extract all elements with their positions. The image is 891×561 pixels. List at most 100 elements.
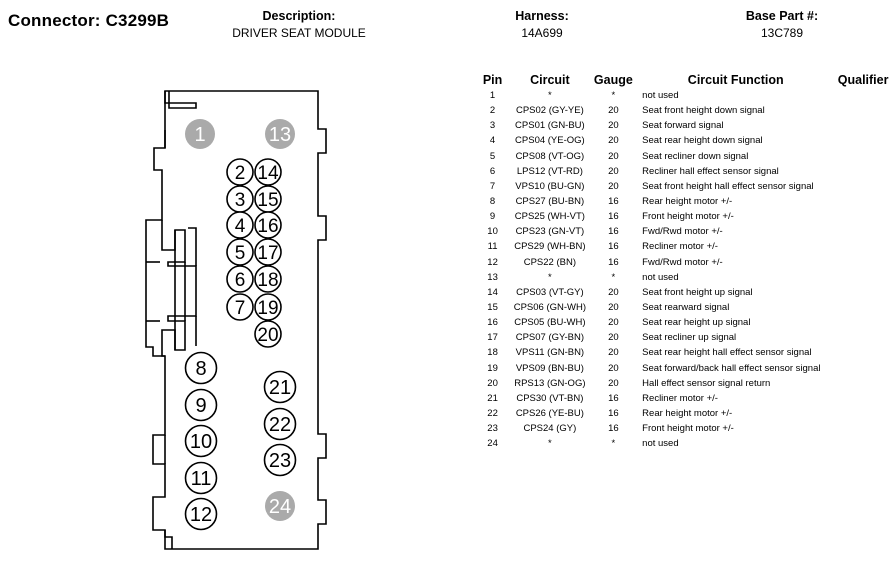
cell-gauge: 16 — [608, 423, 619, 435]
cell-gauge: * — [611, 90, 616, 102]
cell-function: Seat front height down signal — [642, 105, 765, 117]
cell-pin: 9 — [489, 211, 496, 223]
cell-circuit: CPS08 (VT-OG) — [515, 150, 585, 162]
pin-circle — [254, 293, 282, 321]
cell-qualifier — [835, 270, 891, 285]
cell-gauge: 20 — [608, 332, 619, 344]
cell-qualifier — [835, 149, 891, 164]
cell-function: Front height motor +/- — [642, 211, 734, 223]
cell-gauge: 16 — [608, 226, 619, 238]
pin-circle — [263, 370, 297, 404]
cell-function: Seat rearward signal — [642, 302, 730, 314]
cell-qualifier — [835, 421, 891, 436]
cell-pin: 1 — [489, 90, 496, 102]
cell-pin: 7 — [489, 180, 496, 192]
harness-value: 14A699 — [521, 26, 563, 40]
pin-circle — [254, 265, 282, 293]
cell-gauge: 20 — [608, 302, 619, 314]
cell-gauge: 20 — [608, 105, 619, 117]
cell-gauge: 20 — [608, 347, 619, 359]
table-row: 1**not used — [476, 88, 891, 103]
cell-qualifier — [835, 376, 891, 391]
cell-function: not used — [642, 438, 679, 450]
pin-circle — [254, 158, 282, 186]
cell-qualifier — [835, 361, 891, 376]
cell-circuit: CPS02 (GY-YE) — [515, 105, 584, 117]
cell-pin: 4 — [489, 135, 496, 147]
connector-housing-outline — [145, 90, 327, 550]
cell-circuit: LPS12 (VT-RD) — [516, 165, 583, 177]
cell-function: Front height motor +/- — [642, 423, 734, 435]
pin-3: 3 — [226, 185, 254, 213]
pin-circle — [226, 238, 254, 266]
description-value: DRIVER SEAT MODULE — [232, 26, 366, 40]
cell-pin: 10 — [487, 226, 498, 238]
cell-gauge: 16 — [608, 392, 619, 404]
pin-label: 15 — [257, 190, 278, 211]
cell-circuit: VPS10 (BU-GN) — [515, 180, 585, 192]
cell-function: Seat rear height down signal — [642, 135, 763, 147]
pin-circle — [184, 497, 218, 531]
pin-13: 13 — [265, 119, 295, 149]
cell-qualifier — [835, 300, 891, 315]
cell-qualifier — [835, 118, 891, 133]
cell-gauge: 16 — [608, 408, 619, 420]
pin-22: 22 — [263, 407, 297, 441]
pin-circle — [226, 265, 254, 293]
cell-pin: 20 — [487, 377, 498, 389]
pin-10: 10 — [184, 424, 218, 458]
pin-11: 11 — [184, 461, 218, 495]
pin-6: 6 — [226, 265, 254, 293]
cell-gauge: 20 — [608, 165, 619, 177]
table-row: 13**not used — [476, 270, 891, 285]
cell-qualifier — [835, 164, 891, 179]
cell-qualifier — [835, 391, 891, 406]
cell-function: not used — [642, 271, 679, 283]
cell-function: Fwd/Rwd motor +/- — [642, 256, 723, 268]
pin-label: 21 — [269, 377, 291, 399]
cell-gauge: 20 — [608, 180, 619, 192]
pin-label: 11 — [191, 468, 212, 490]
pin-8: 8 — [184, 351, 218, 385]
cell-gauge: 16 — [608, 211, 619, 223]
pin-7: 7 — [226, 293, 254, 321]
cell-function: not used — [642, 90, 679, 102]
cell-circuit: CPS03 (VT-GY) — [516, 286, 584, 298]
cell-pin: 13 — [487, 271, 498, 283]
cell-function: Rear height motor +/- — [642, 196, 733, 208]
cell-circuit: CPS07 (GY-BN) — [515, 332, 585, 344]
cell-gauge: * — [611, 271, 616, 283]
pin-16: 16 — [254, 211, 282, 239]
pin-5: 5 — [226, 238, 254, 266]
cell-gauge: * — [611, 438, 616, 450]
col-header-circuit: Circuit — [530, 73, 570, 87]
pin-20: 20 — [254, 320, 282, 348]
cell-function: Recliner motor +/- — [642, 392, 718, 404]
pin-label: 6 — [235, 270, 246, 291]
cell-pin: 14 — [487, 286, 498, 298]
cell-qualifier — [835, 133, 891, 148]
cell-function: Seat rear height up signal — [642, 317, 751, 329]
cell-qualifier — [835, 224, 891, 239]
cell-pin: 22 — [487, 408, 498, 420]
pin-circle — [254, 211, 282, 239]
base-part-label: Base Part #: — [745, 9, 819, 23]
cell-qualifier — [835, 103, 891, 118]
pin-14: 14 — [254, 158, 282, 186]
cell-pin: 6 — [489, 165, 496, 177]
pin-circle — [185, 119, 215, 149]
pin-label: 17 — [257, 243, 278, 264]
pin-label: 14 — [257, 163, 279, 184]
cell-qualifier — [835, 194, 891, 209]
cell-function: Seat forward signal — [642, 120, 724, 132]
